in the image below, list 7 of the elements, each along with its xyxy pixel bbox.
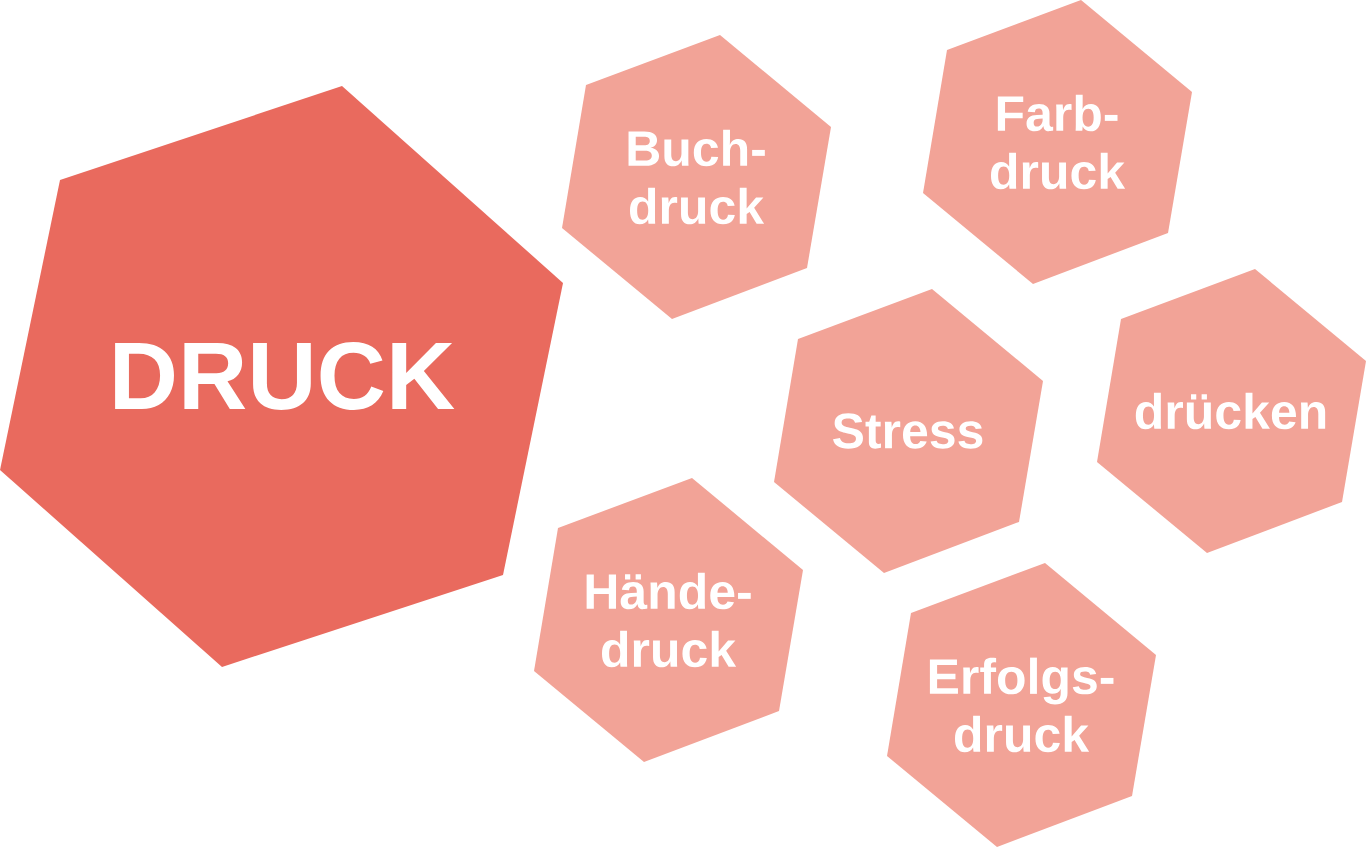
- hexagon: Erfolgs- druck: [887, 563, 1156, 847]
- hexagon: Buch- druck: [562, 35, 831, 319]
- hexagon: DRUCK: [0, 86, 563, 667]
- hexagon: Hände- druck: [534, 478, 803, 762]
- hexagon: Stress: [774, 289, 1043, 573]
- hexagon: drücken: [1097, 269, 1366, 553]
- hexagon: Farb- druck: [923, 0, 1192, 284]
